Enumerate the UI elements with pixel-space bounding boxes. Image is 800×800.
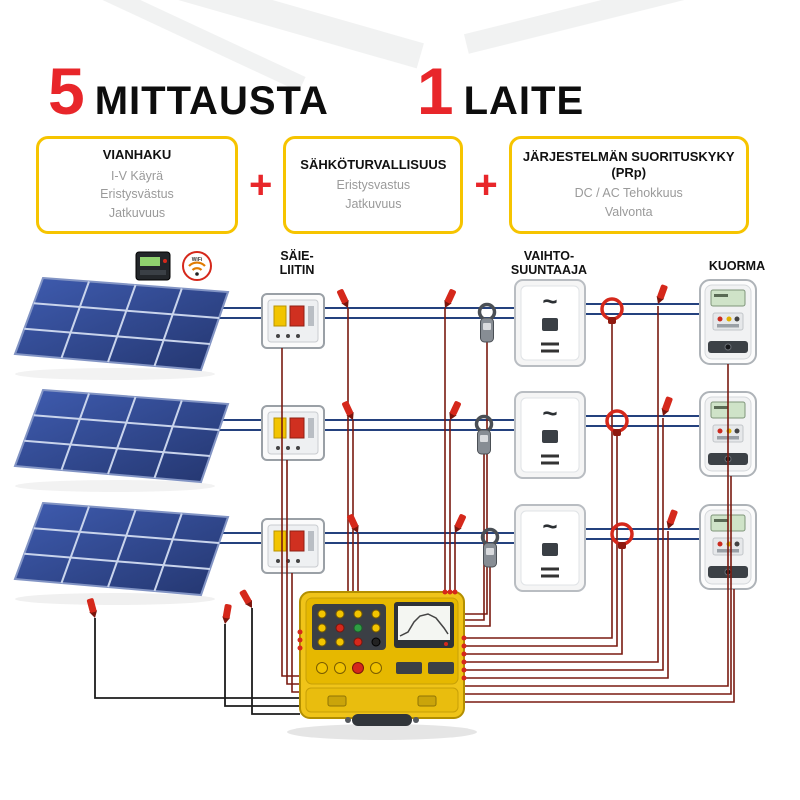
string-connector-label-2: LIITIN	[280, 263, 315, 277]
clamp-meter	[477, 302, 497, 344]
pv-tester-instrument	[299, 591, 465, 726]
test-clip	[441, 288, 458, 310]
monitoring-device-icon	[135, 251, 171, 281]
load-label: KUORMA	[709, 259, 765, 273]
pv-array	[14, 277, 229, 371]
rogowski-coil	[610, 522, 634, 551]
test-clip	[659, 395, 674, 418]
page-title: 5 MITTAUSTA 1 LAITE	[48, 58, 584, 124]
test-clip	[335, 288, 352, 310]
feature-box-title: VIANHAKU	[102, 147, 172, 163]
system-diagram: ~	[14, 248, 765, 740]
plus-sign: +	[249, 163, 273, 207]
wifi-logo-text: WiFi	[192, 257, 203, 263]
string-connector-label-1: SÄIE-	[280, 248, 313, 263]
rogowski-coil	[600, 297, 624, 326]
instrument-handle	[352, 714, 412, 726]
feature-box-vianhaku: VIANHAKU I-V Käyrä Eristysvästus Jatkuvu…	[36, 136, 238, 234]
feature-box-suorituskyky: JÄRJESTELMÄN SUORITUSKYKY (PRp) DC / AC …	[508, 136, 749, 234]
test-clip	[238, 588, 256, 610]
instrument-terminals	[297, 589, 467, 681]
test-clip	[221, 603, 233, 625]
inverter-label-1: VAIHTO-	[524, 249, 574, 263]
clamp-meter	[474, 414, 494, 456]
pv-array	[14, 389, 229, 483]
pv-test-leads	[94, 608, 300, 715]
test-clip	[451, 513, 468, 535]
rogowski-coil	[605, 409, 629, 438]
feature-item: Eristysvästus	[100, 187, 174, 202]
plus-sign: +	[474, 163, 498, 207]
feature-box-title: SÄHKÖTURVALLISUUS	[300, 156, 447, 172]
measurements-count: 5	[48, 54, 85, 128]
feature-box-title: JÄRJESTELMÄN SUORITUSKYKY (PRp)	[522, 148, 735, 180]
wifi-logo: WiFi	[182, 251, 212, 281]
inverter-unit	[513, 503, 587, 593]
string-combiner-box	[261, 405, 325, 461]
pv-array	[14, 502, 229, 596]
test-clip	[654, 283, 669, 306]
feature-item: DC / AC Tehokkuus	[574, 186, 683, 200]
device-word: LAITE	[463, 79, 585, 123]
inverter-label-2: SUUNTAAJA	[511, 263, 587, 277]
instrument-terminal-panel	[312, 604, 386, 650]
feature-boxes-row: VIANHAKU I-V Käyrä Eristysvästus Jatkuvu…	[36, 136, 766, 234]
feature-item: Jatkuvuus	[108, 206, 166, 220]
string-combiner-box	[261, 518, 325, 574]
feature-item: Jatkuvuus	[345, 196, 402, 211]
device-count: 1	[416, 54, 454, 128]
feature-box-sahkoturvallisuus: SÄHKÖTURVALLISUUS Eristysvastus Jatkuvuu…	[283, 136, 464, 234]
inverter-unit	[513, 278, 587, 368]
string-combiner-box	[261, 293, 325, 349]
feature-item: Eristysvastus	[336, 177, 411, 192]
test-clip	[446, 400, 463, 422]
test-clip	[664, 508, 679, 531]
feature-item: I-V Käyrä	[110, 168, 164, 183]
measurements-word: MITTAUSTA	[94, 79, 329, 123]
energy-meter	[699, 279, 757, 365]
inverter-unit	[513, 390, 587, 480]
feature-item: Valvonta	[604, 204, 653, 219]
background-ray	[463, 0, 800, 54]
